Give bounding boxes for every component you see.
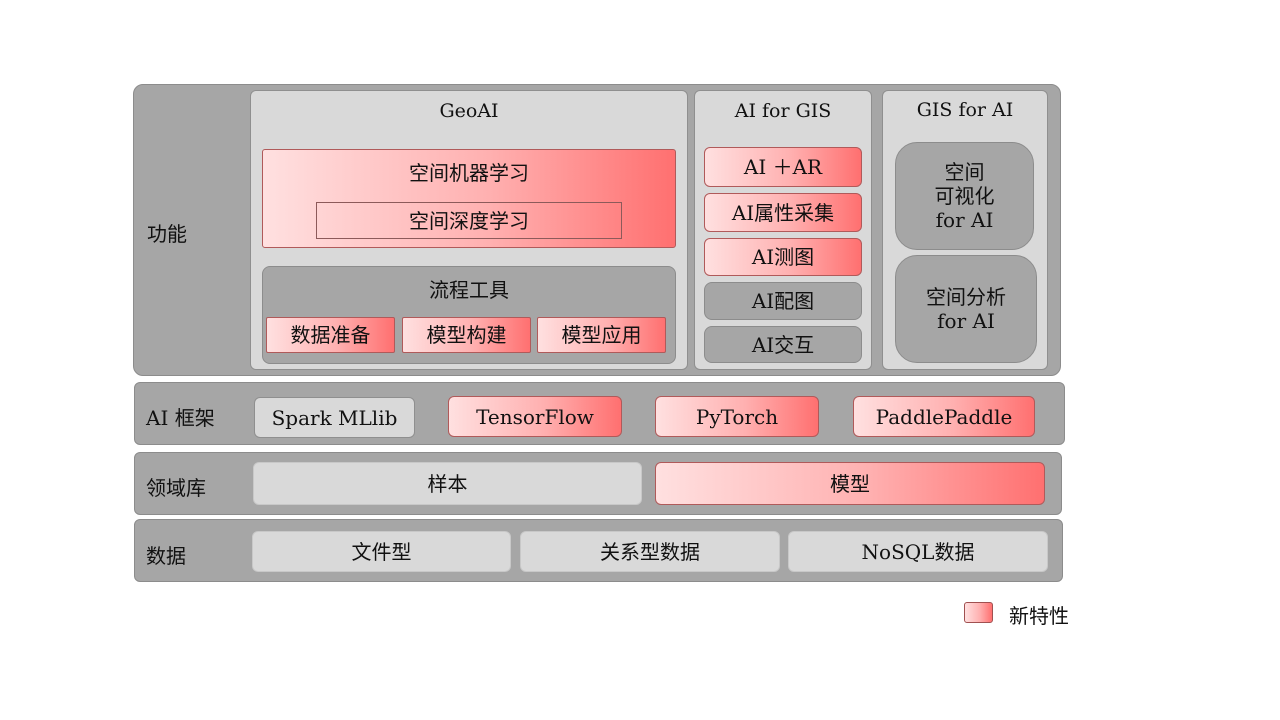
spatial-visualization-for-ai: 空间 可视化 for AI: [895, 142, 1034, 250]
framework-pytorch: PyTorch: [655, 396, 819, 437]
domain-models: 模型: [655, 462, 1045, 505]
domain-samples: 样本: [253, 462, 642, 505]
ai-attribute-collection-item: AI属性采集: [704, 193, 862, 232]
workflow-tools-title: 流程工具: [429, 278, 509, 302]
data-nosql: NoSQL数据: [788, 531, 1048, 572]
ai-ar-item: AI ＋AR: [704, 147, 862, 187]
framework-tensorflow: TensorFlow: [448, 396, 622, 437]
framework-spark-mllib: Spark MLlib: [254, 397, 415, 438]
spatial-ml-box: [262, 149, 676, 248]
ai-framework-label: AI 框架: [146, 406, 215, 430]
ai-cartography-item: AI配图: [704, 282, 862, 320]
spatial-dl-box: 空间深度学习: [316, 202, 622, 239]
workflow-data-prep: 数据准备: [266, 317, 395, 353]
spatial-analysis-for-ai: 空间分析 for AI: [895, 255, 1037, 363]
workflow-model-build: 模型构建: [402, 317, 531, 353]
workflow-model-apply: 模型应用: [537, 317, 666, 353]
gis-for-ai-title: GIS for AI: [916, 99, 1014, 121]
spatial-ml-label: 空间机器学习: [409, 161, 529, 185]
legend-new-feature-swatch: [964, 602, 993, 623]
data-layer-label: 数据: [146, 544, 186, 568]
ai-mapping-item: AI测图: [704, 238, 862, 276]
framework-paddlepaddle: PaddlePaddle: [853, 396, 1035, 437]
function-layer-label: 功能: [147, 222, 187, 246]
legend-new-feature-label: 新特性: [1009, 604, 1069, 628]
ai-interaction-item: AI交互: [704, 326, 862, 363]
domain-library-label: 领域库: [146, 476, 206, 500]
geoai-title: GeoAI: [439, 100, 499, 122]
data-file-based: 文件型: [252, 531, 511, 572]
data-relational: 关系型数据: [520, 531, 780, 572]
ai-for-gis-title: AI for GIS: [734, 100, 832, 122]
